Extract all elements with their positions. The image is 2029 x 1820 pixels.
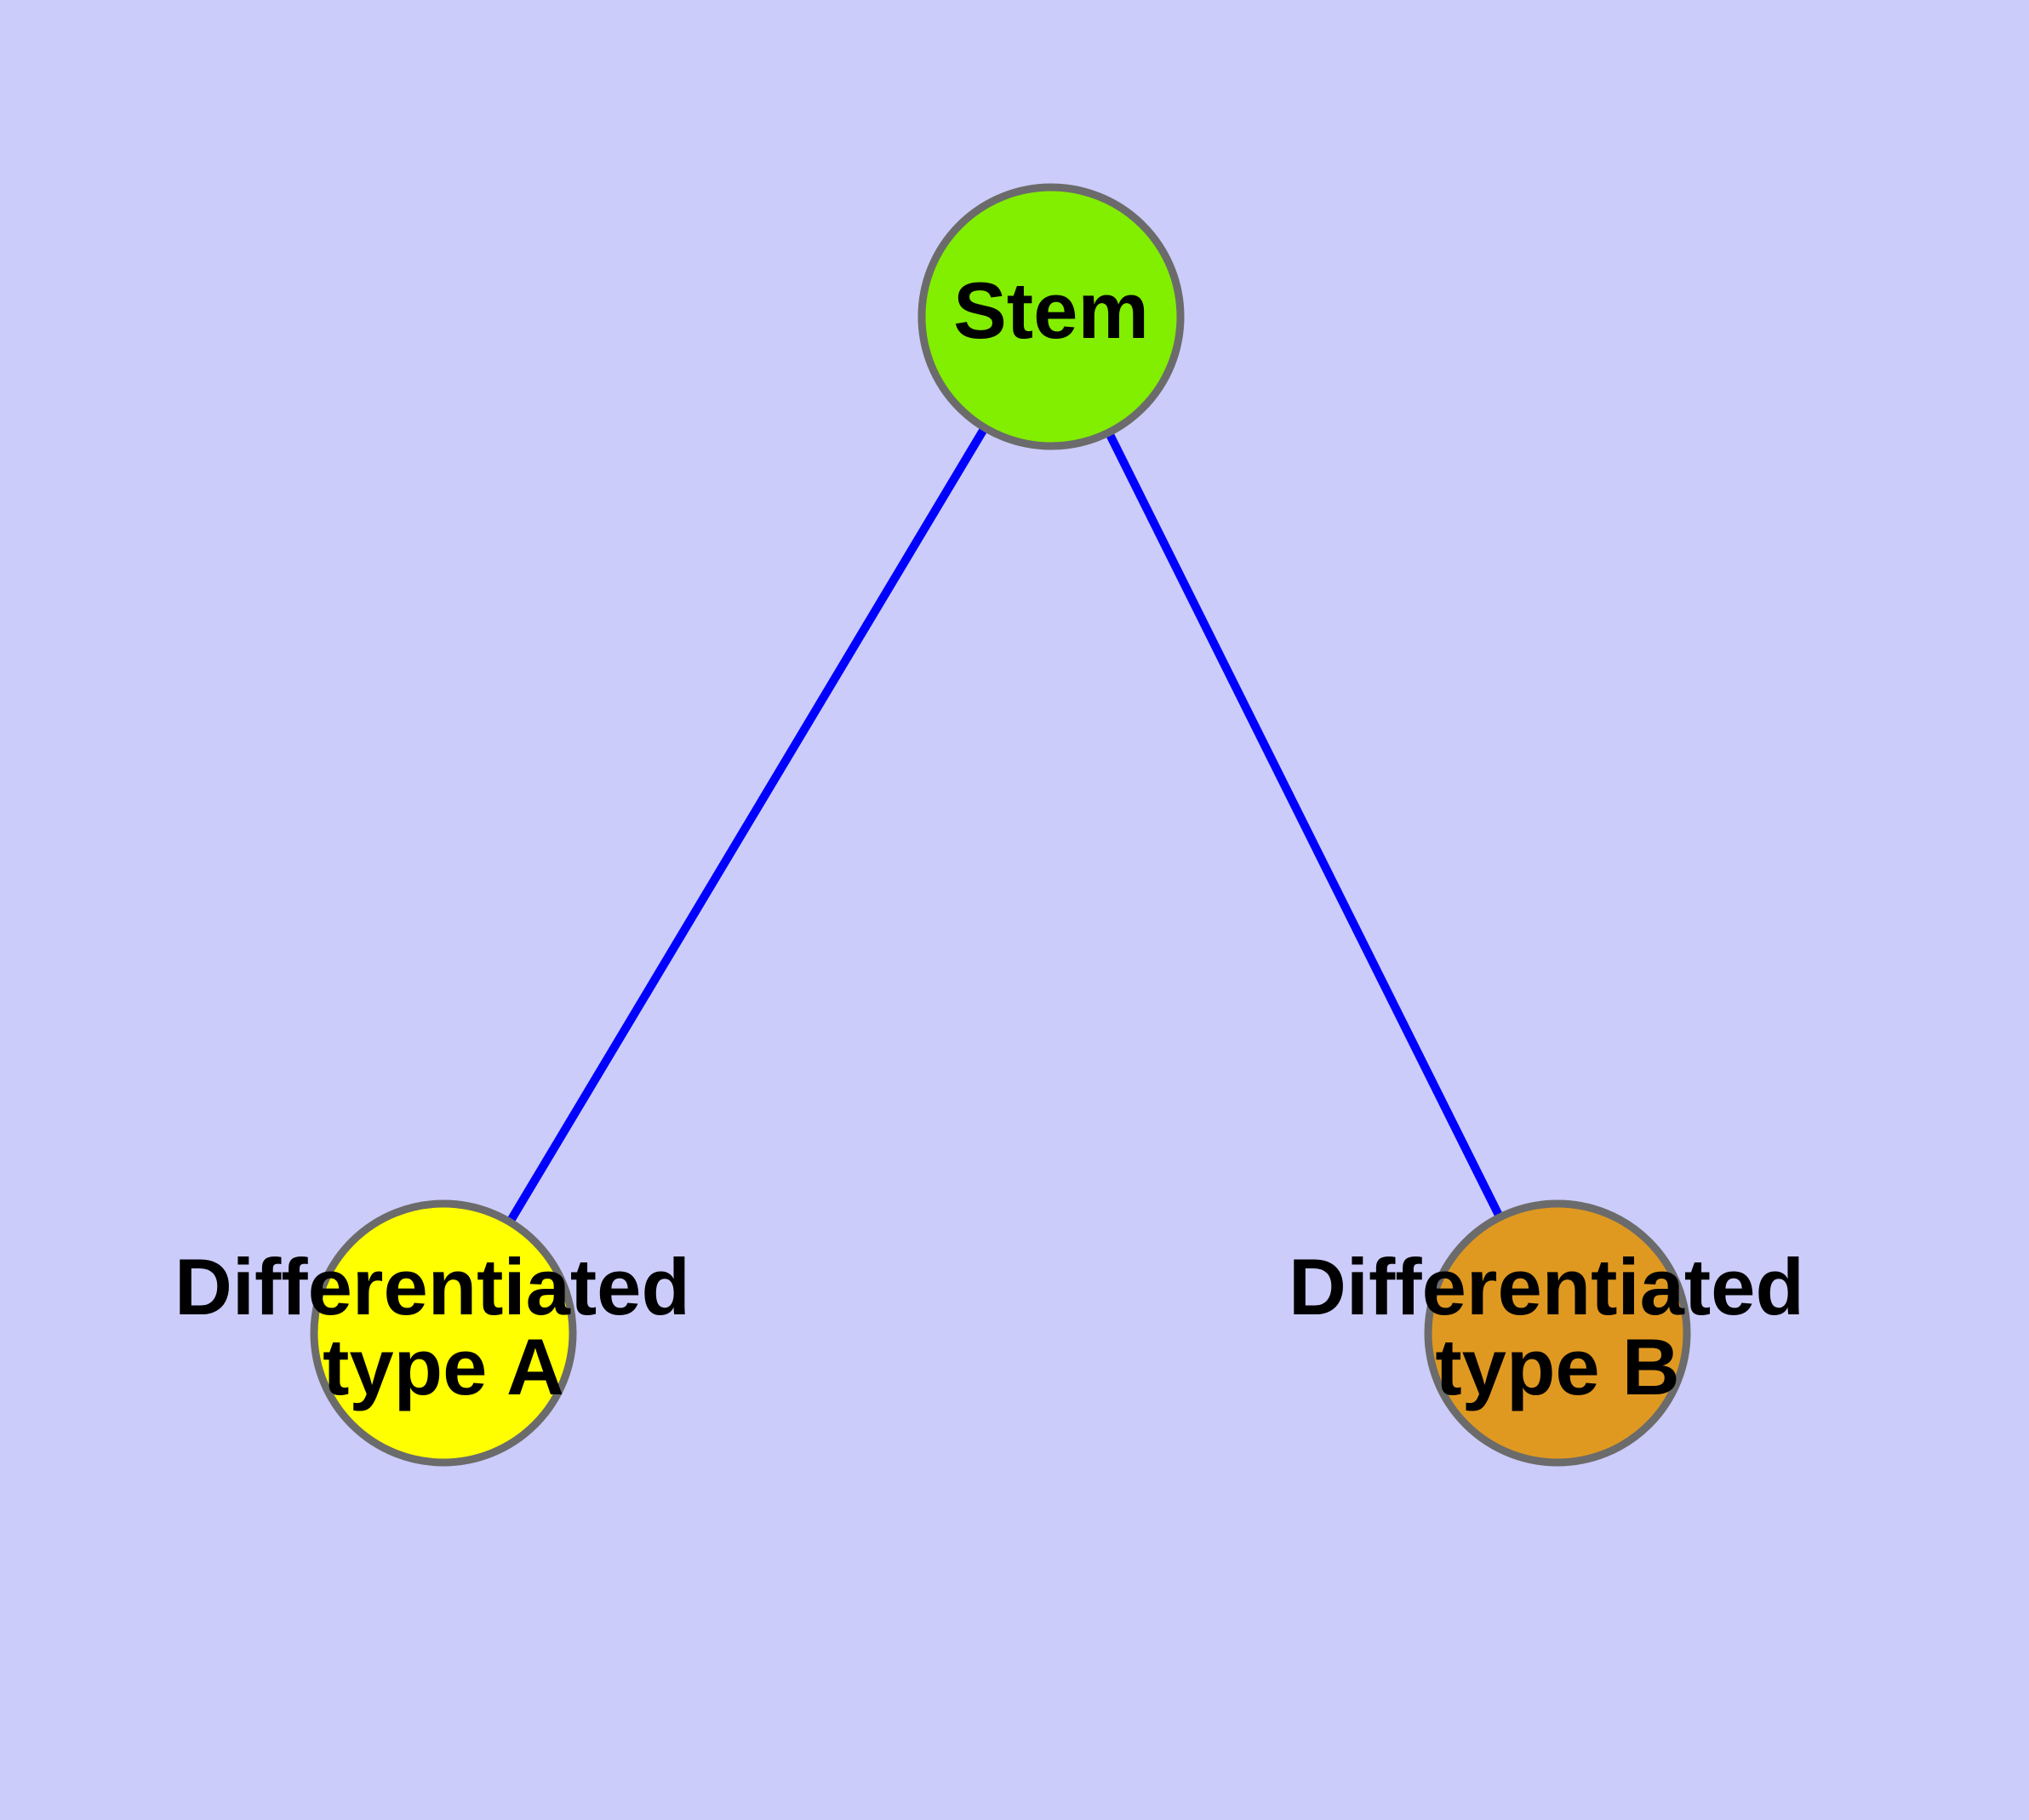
node-diff-b-label: Differentiated type B [1289, 1242, 1826, 1411]
node-stem[interactable]: Stem [917, 183, 1185, 450]
edges-layer [506, 425, 1504, 1225]
node-diff-a-label: Differentiated type A [174, 1242, 712, 1411]
edge-stem-to-diff-b[interactable] [1105, 430, 1504, 1220]
node-diff-b-label-line1: Differentiated [1289, 1242, 1804, 1331]
node-diff-a[interactable]: Differentiated type A [174, 1199, 712, 1467]
node-stem-circle[interactable] [917, 183, 1185, 450]
node-stem-label-line1: Stem [953, 266, 1149, 355]
node-diff-b-label-line2: type B [1435, 1322, 1679, 1411]
node-diff-a-circle[interactable] [310, 1199, 577, 1467]
node-diff-a-label-line2: type A [323, 1322, 564, 1411]
node-diff-a-label-line1: Differentiated [174, 1242, 690, 1331]
nodes-layer: Stem Differentiated type A Differentiate… [174, 183, 1826, 1467]
node-diff-b[interactable]: Differentiated type B [1289, 1199, 1826, 1467]
node-diff-b-circle[interactable] [1424, 1199, 1691, 1467]
edge-stem-to-diff-a[interactable] [506, 425, 989, 1225]
node-stem-label: Stem [953, 266, 1149, 355]
